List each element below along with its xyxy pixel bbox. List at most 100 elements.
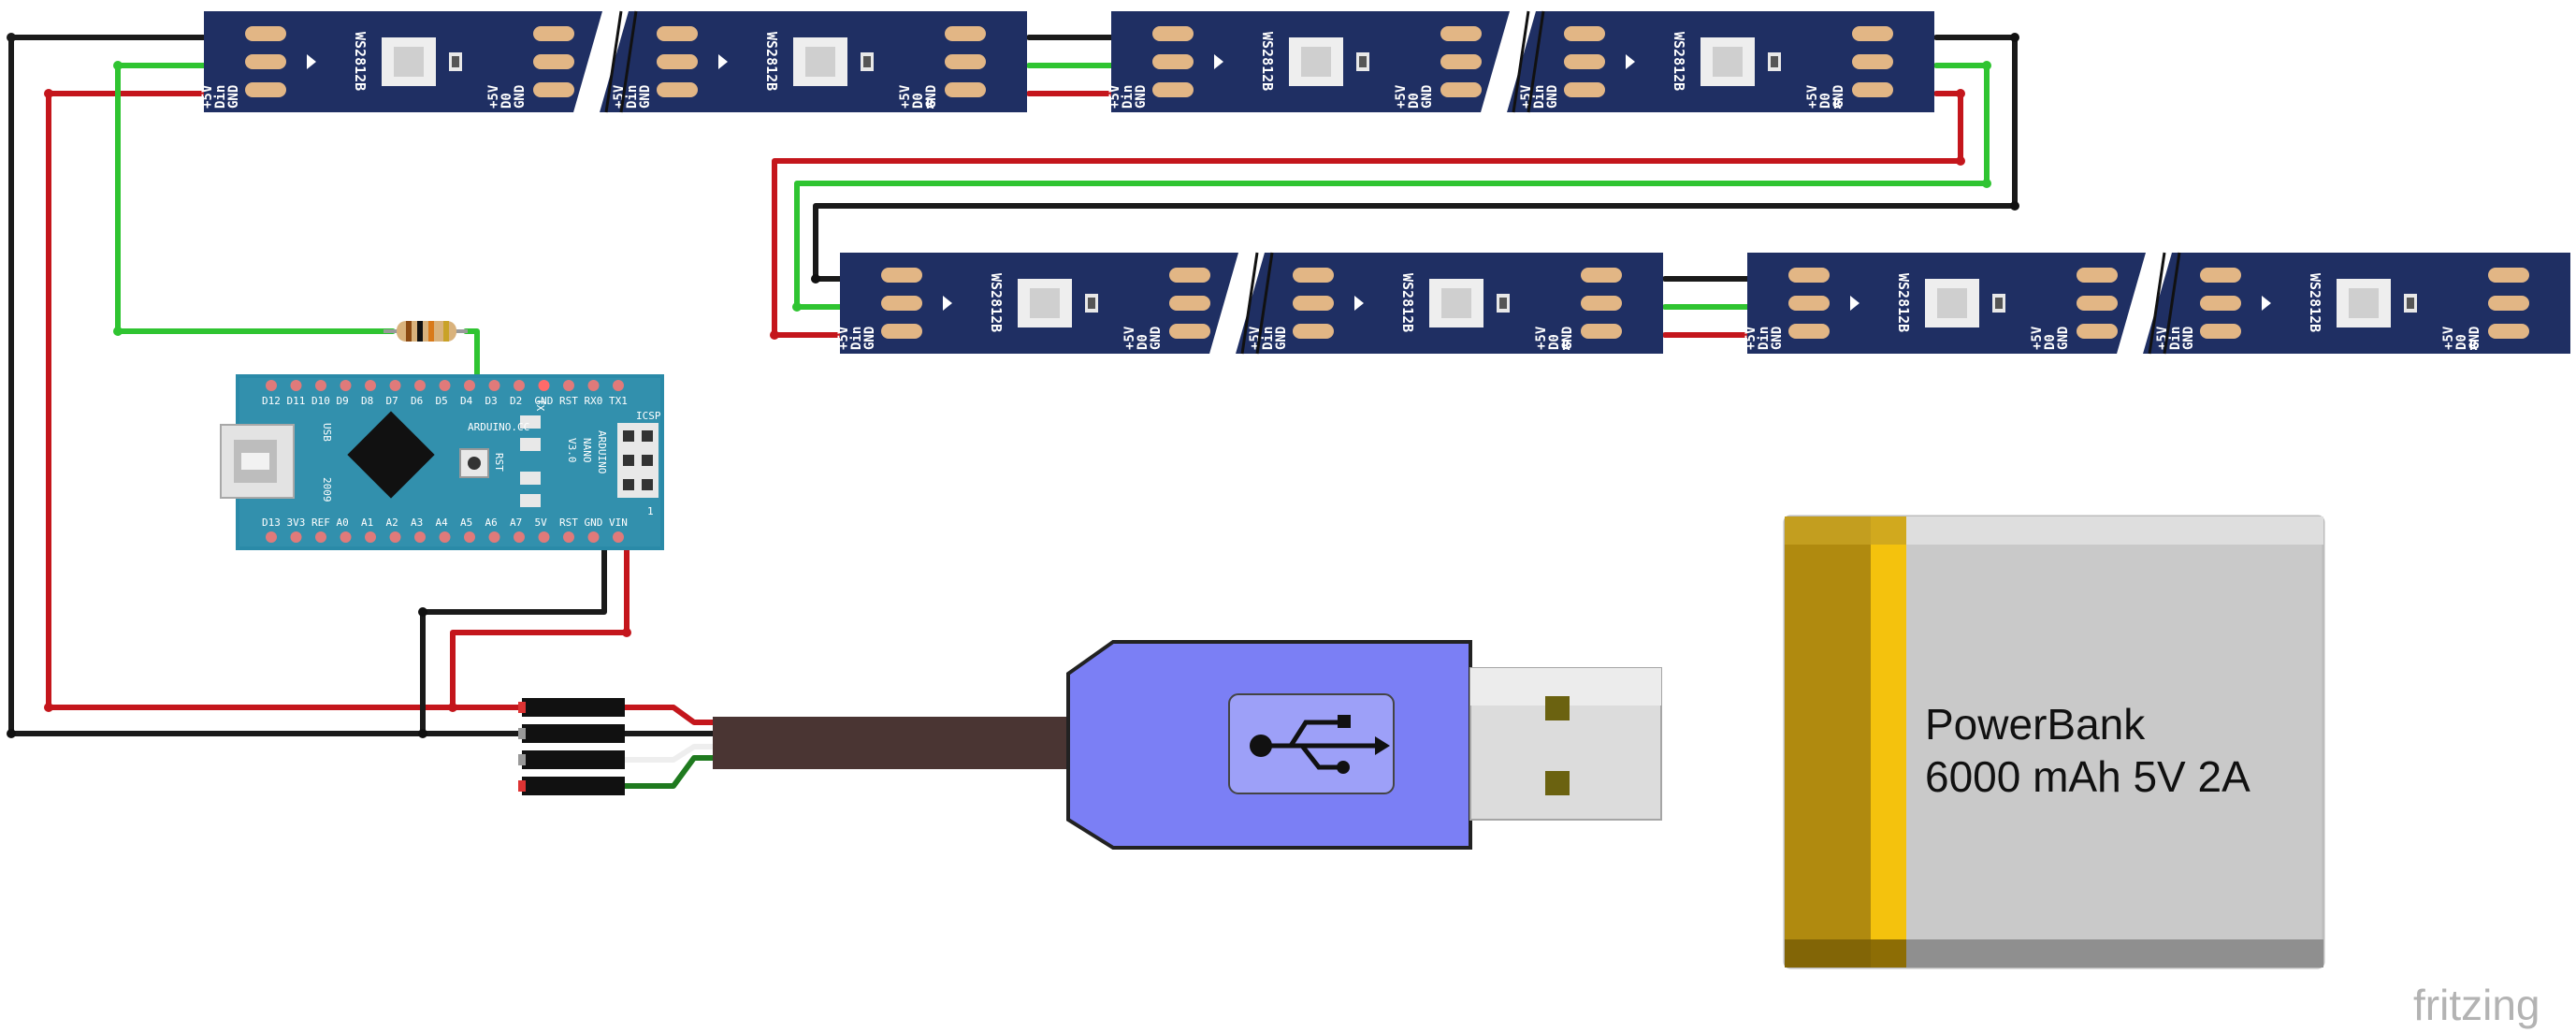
logo-mark: R — [2469, 339, 2478, 354]
site-label: ARDUINO.CC — [468, 421, 529, 433]
wire-black-main[interactable] — [8, 35, 527, 736]
fritzing-watermark: fritzing — [2413, 981, 2540, 1029]
strip-pin-label: D0 — [1818, 93, 1833, 109]
nano-pin-hole[interactable] — [563, 380, 574, 391]
logo-mark: R — [1833, 97, 1842, 112]
data-direction-arrow — [1354, 296, 1364, 311]
nano-pin-label: 3V3 — [287, 516, 306, 529]
nano-pin-hole[interactable] — [315, 531, 326, 543]
wire-black-row-link[interactable] — [813, 35, 2018, 282]
strip-pin-label: GND — [862, 327, 877, 350]
nano-pin-hole[interactable] — [563, 531, 574, 543]
icsp-label: ICSP — [636, 410, 661, 422]
nano-pin-hole[interactable] — [464, 380, 475, 391]
nano-pin-hole[interactable] — [389, 531, 401, 543]
data-direction-arrow — [2262, 296, 2271, 311]
strip-pin-label: +5V — [1534, 326, 1549, 350]
nano-pin-hole[interactable] — [389, 380, 401, 391]
strip-pin-label: GND — [226, 85, 241, 109]
strip-pin-label: GND — [1149, 327, 1164, 350]
nano-pin-label: GND — [585, 516, 603, 529]
strip-pin-label: +5V — [1107, 84, 1122, 109]
wire-green-data[interactable] — [115, 63, 396, 334]
nano-pin-hole[interactable] — [266, 380, 277, 391]
nano-pin-label: A6 — [485, 516, 498, 529]
nano-pin-label: A7 — [510, 516, 522, 529]
nano-pin-label: D9 — [337, 395, 349, 407]
nano-pin-hole[interactable] — [538, 531, 550, 543]
strip-pin-label: GND — [924, 85, 939, 109]
junctions — [7, 33, 2019, 738]
nano-pin-label: D7 — [386, 395, 398, 407]
pin-header[interactable] — [518, 698, 625, 795]
strip-pin-label: +5V — [836, 326, 851, 350]
wire-green-row-link[interactable] — [794, 63, 1990, 310]
nano-pin-hole[interactable] — [613, 531, 624, 543]
nano-pin-label: A2 — [386, 516, 398, 529]
strip-pin-label: Din — [1757, 327, 1772, 350]
strip-pin-label: D0 — [1407, 93, 1422, 109]
nano-pin-hole[interactable] — [365, 380, 376, 391]
resistor[interactable] — [384, 321, 468, 342]
nano-pin-hole[interactable] — [488, 531, 500, 543]
strip-pin-label: D0 — [911, 93, 926, 109]
nano-pin-hole[interactable] — [340, 531, 352, 543]
nano-pin-label: VIN — [609, 516, 628, 529]
logo-mark: R — [1562, 339, 1570, 354]
nano-pin-hole[interactable] — [488, 380, 500, 391]
wire-red-nano-vin[interactable] — [450, 540, 630, 710]
strip-pin-label: D0 — [499, 93, 514, 109]
power-bank[interactable]: PowerBank 6000 mAh 5V 2A — [1783, 515, 2325, 969]
data-direction-arrow — [1626, 54, 1635, 69]
nano-pin-hole[interactable] — [538, 380, 550, 391]
board-name-version: V3.0 — [566, 438, 578, 463]
usb-symbol-icon — [1228, 693, 1395, 794]
nano-pin-hole[interactable] — [439, 380, 451, 391]
nano-pin-label: TX1 — [609, 395, 628, 407]
strip-pin-label: GND — [2467, 327, 2482, 350]
nano-pin-hole[interactable] — [514, 380, 525, 391]
led-strips: WS2812B+5VDinGND+5VD0GNDWS2812B+5VDinGND… — [200, 6, 2570, 359]
strip-pin-label: GND — [1420, 85, 1435, 109]
strip-pin-label: +5V — [486, 84, 501, 109]
strip-pin-label: Din — [625, 85, 640, 109]
strip-pin-label: D0 — [1136, 334, 1151, 350]
strip-pin-label: Din — [2168, 327, 2183, 350]
nano-pin-hole[interactable] — [290, 380, 302, 391]
wire-black-nano-gnd[interactable] — [420, 540, 607, 736]
logo-mark: R — [926, 97, 934, 112]
nano-pin-hole[interactable] — [439, 531, 451, 543]
mini-usb-port — [220, 424, 295, 499]
wire-green-resistor-to-d4[interactable] — [463, 328, 480, 385]
nano-pin-hole[interactable] — [290, 531, 302, 543]
strip-pin-label: Din — [213, 85, 228, 109]
nano-pin-hole[interactable] — [315, 380, 326, 391]
strip-pin-label: GND — [1134, 85, 1149, 109]
nano-pin-hole[interactable] — [414, 380, 426, 391]
nano-pin-hole[interactable] — [514, 531, 525, 543]
nano-pin-label: REF — [311, 516, 330, 529]
nano-pin-hole[interactable] — [587, 380, 600, 391]
data-direction-arrow — [307, 54, 316, 69]
strip-pin-label: GND — [1770, 327, 1785, 350]
nano-pin-label: RX0 — [585, 395, 603, 407]
wire-red-main[interactable] — [46, 91, 527, 710]
board-name-nano: NANO — [581, 438, 593, 463]
strip-pin-label: +5V — [2441, 326, 2456, 350]
pin-one-label: 1 — [647, 505, 654, 517]
nano-pin-hole[interactable] — [266, 531, 277, 543]
nano-pin-hole[interactable] — [613, 380, 624, 391]
chip-label: WS2812B — [2307, 273, 2323, 332]
nano-pin-label: D12 — [262, 395, 281, 407]
nano-pin-hole[interactable] — [587, 531, 600, 543]
nano-pin-hole[interactable] — [365, 531, 376, 543]
nano-pin-hole[interactable] — [340, 380, 352, 391]
nano-pin-hole[interactable] — [464, 531, 475, 543]
usb-cable[interactable] — [713, 640, 1662, 850]
nano-pin-hole[interactable] — [414, 531, 426, 543]
nano-pin-label: D6 — [411, 395, 423, 407]
